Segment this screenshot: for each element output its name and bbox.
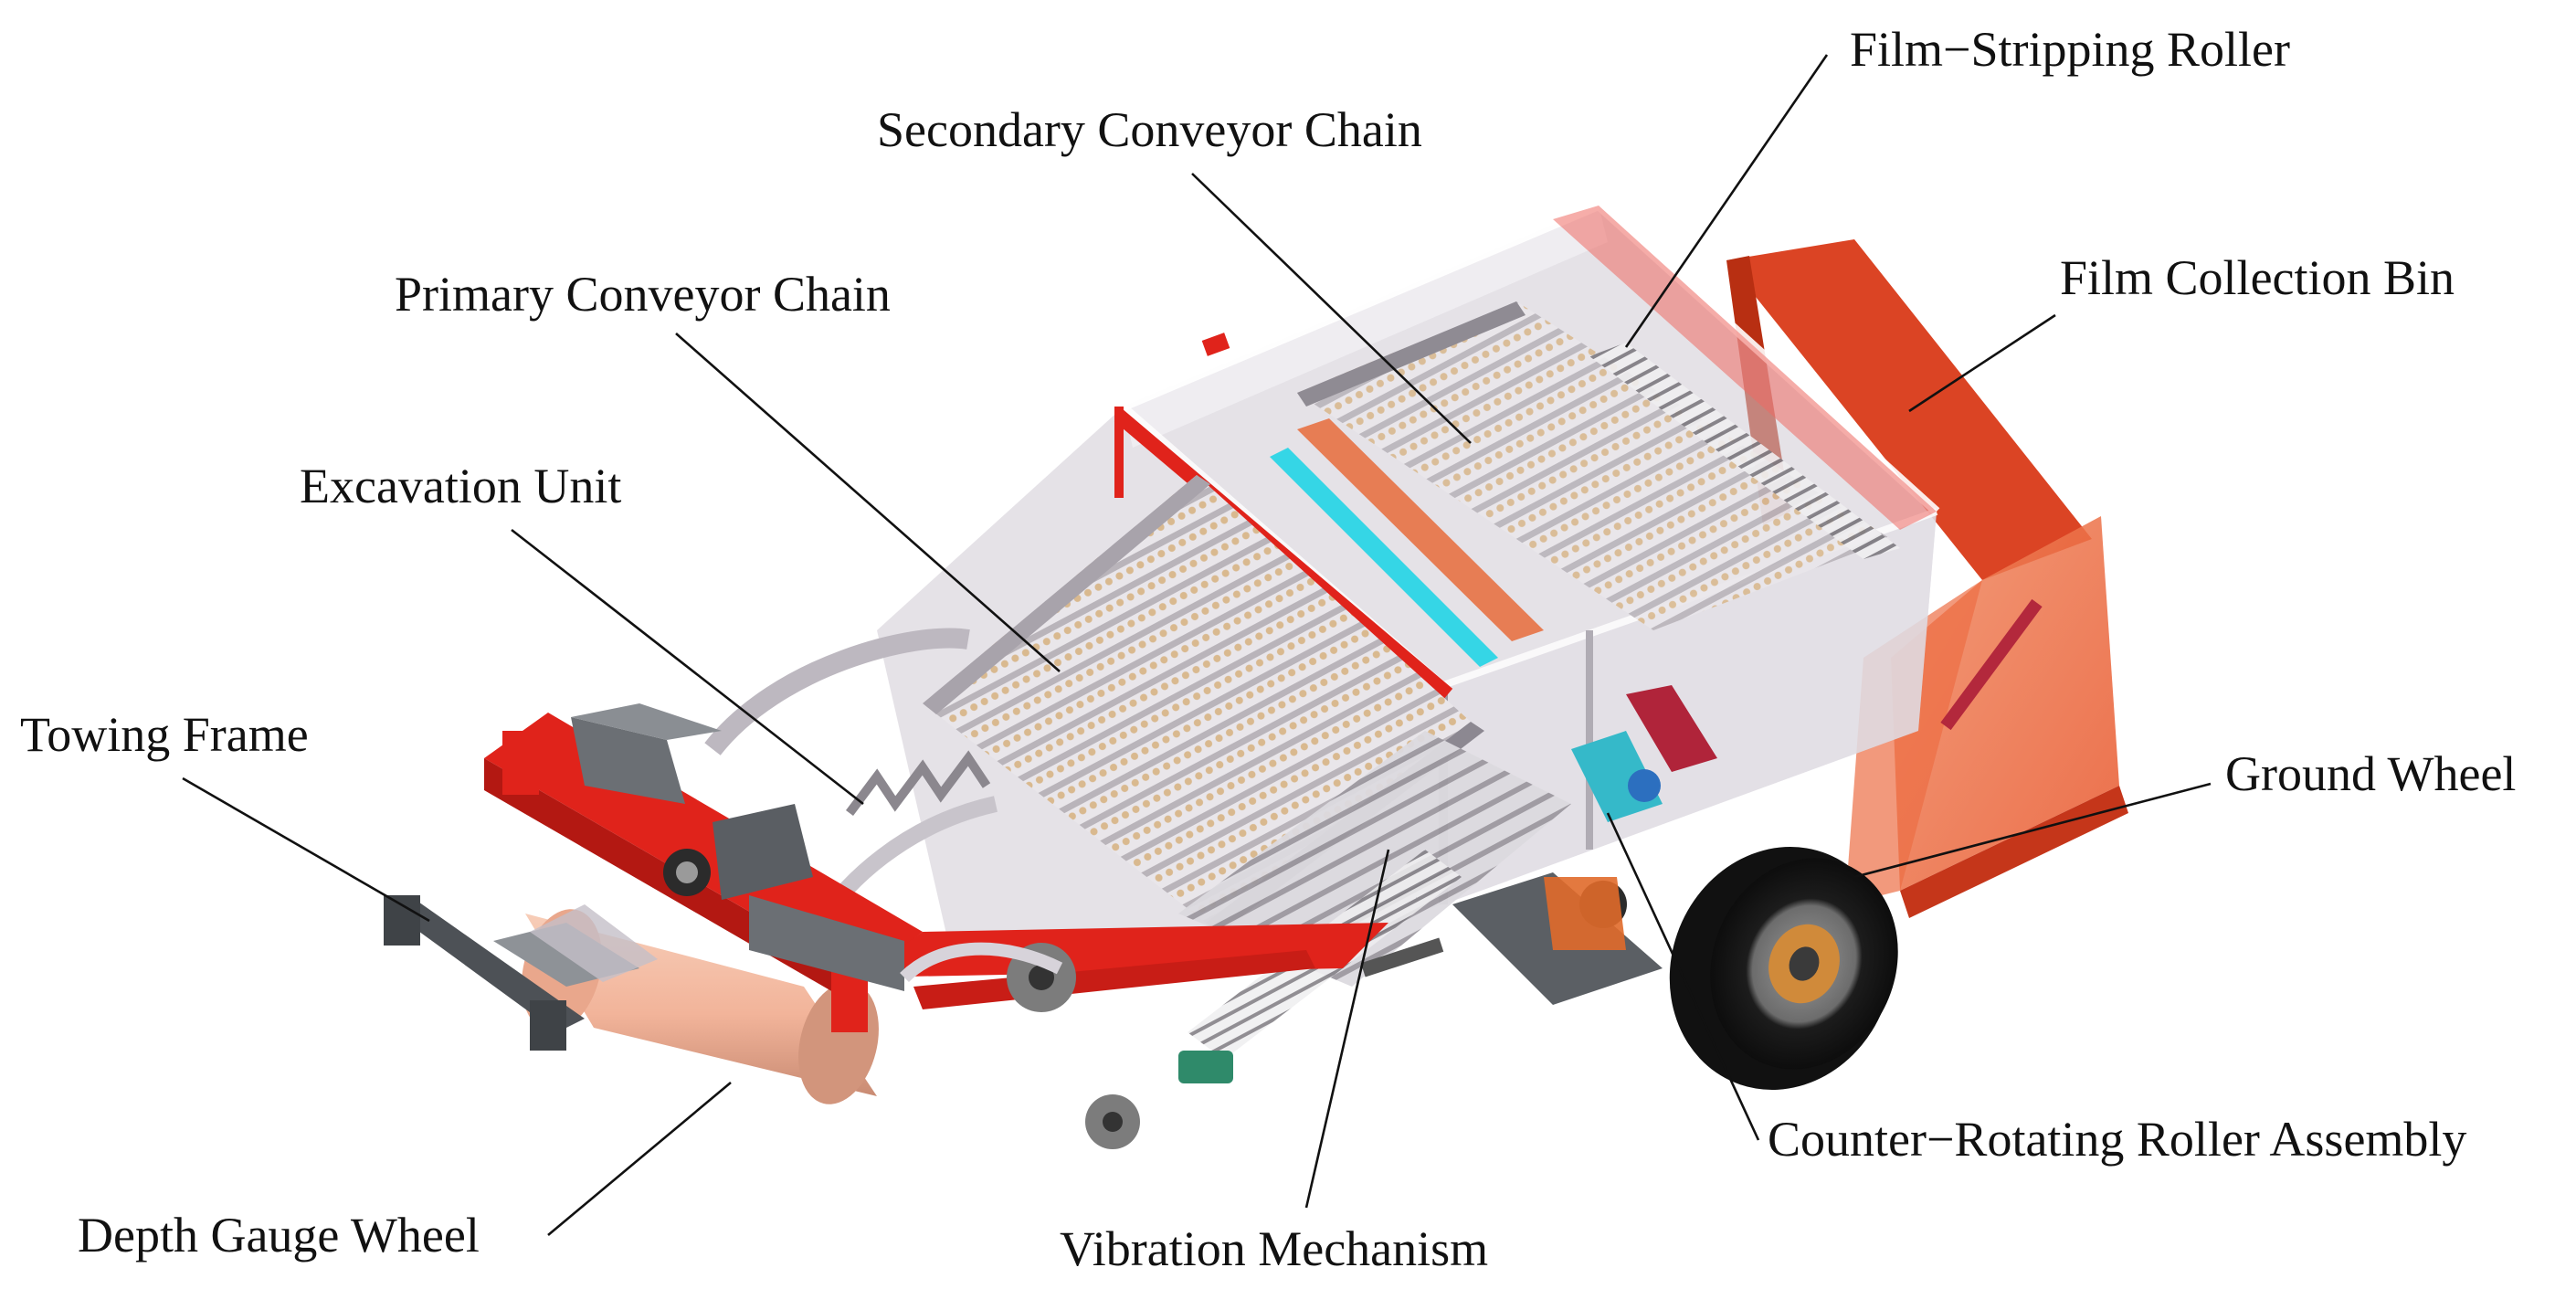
film-recovery-machine-illustration	[384, 200, 2128, 1149]
secondary-conveyor-chain	[1297, 301, 1900, 630]
leader-counter-rotating-roller-assembly	[1606, 812, 1760, 1141]
leader-towing-frame	[182, 776, 430, 923]
label-counter-rotating-roller-assembly: Counter−Rotating Roller Assembly	[1768, 1112, 2466, 1167]
cyan-roller	[1270, 418, 1544, 667]
label-towing-frame: Towing Frame	[20, 707, 309, 762]
label-primary-conveyor-chain: Primary Conveyor Chain	[395, 267, 891, 322]
hydraulic-strut	[1940, 598, 2043, 731]
leader-secondary-conveyor-chain	[1191, 173, 1472, 444]
leader-primary-conveyor-chain	[675, 333, 1061, 672]
gearbox-assembly	[571, 703, 904, 991]
label-depth-gauge-wheel: Depth Gauge Wheel	[78, 1208, 480, 1262]
label-ground-wheel: Ground Wheel	[2225, 746, 2516, 801]
label-vibration-mechanism: Vibration Mechanism	[1060, 1221, 1488, 1276]
ground-wheel	[1669, 847, 1898, 1090]
front-sprockets	[900, 942, 1233, 1149]
leader-film-stripping-roller	[1624, 54, 1829, 348]
label-film-collection-bin: Film Collection Bin	[2060, 250, 2455, 305]
counter-rotating-roller-assembly	[1452, 685, 1717, 1005]
leader-film-collection-bin	[1908, 313, 2056, 413]
label-secondary-conveyor-chain: Secondary Conveyor Chain	[877, 102, 1422, 157]
towing-frame	[384, 895, 658, 1051]
leader-depth-gauge-wheel	[547, 1082, 732, 1236]
leader-ground-wheel	[1853, 782, 2212, 879]
callout-labels: Film−Stripping Roller Secondary Conveyor…	[20, 22, 2516, 1276]
label-excavation-unit: Excavation Unit	[300, 459, 621, 513]
leader-vibration-mechanism	[1304, 849, 1390, 1209]
label-film-stripping-roller: Film−Stripping Roller	[1850, 22, 2290, 77]
leader-excavation-unit	[511, 528, 864, 806]
leader-lines	[182, 54, 2212, 1236]
